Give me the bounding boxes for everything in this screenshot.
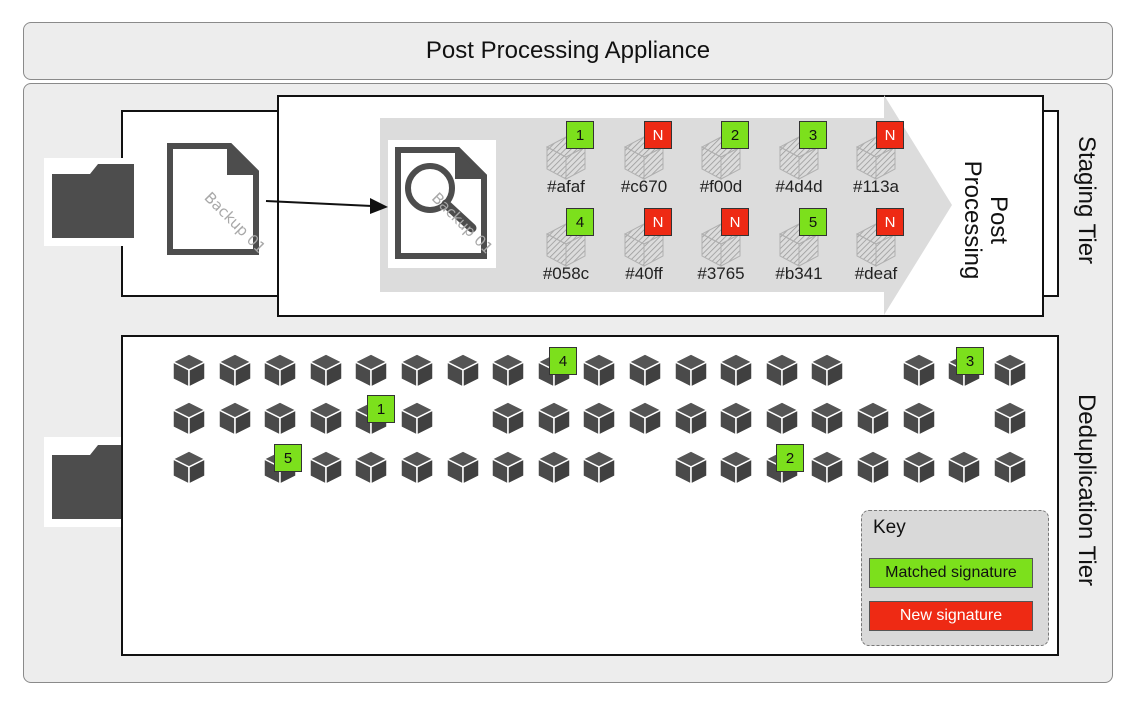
stored-cube-icon (490, 450, 526, 486)
chunk-hash: #f00d (699, 177, 743, 196)
chunk-hash: #deaf (854, 264, 898, 283)
stored-cube-icon (855, 401, 891, 437)
chunk-hash: #4d4d (775, 177, 823, 196)
appliance-title: Post Processing Appliance (425, 37, 711, 64)
chunk-badge: 2 (721, 121, 749, 149)
stored-cube-icon (809, 450, 845, 486)
chunk-badge: 1 (566, 121, 594, 149)
stored-cube-icon (399, 353, 435, 389)
stored-cube-icon (581, 353, 617, 389)
backup-document-icon: Backup 01 (162, 138, 269, 262)
stored-cube-icon (627, 401, 663, 437)
stored-cube-icon (308, 353, 344, 389)
stored-cube-icon (581, 401, 617, 437)
stored-cube-icon (673, 401, 709, 437)
flow-arrow-head (370, 198, 388, 214)
stored-cube-icon (171, 450, 207, 486)
stored-cube-icon (308, 401, 344, 437)
stored-cube-icon (217, 401, 253, 437)
chunk-badge: N (721, 208, 749, 236)
chunk-hash: #c670 (620, 177, 668, 196)
chunk-hash: #40ff (625, 264, 663, 283)
stored-cube-icon (764, 401, 800, 437)
dedup-badge: 2 (776, 444, 804, 472)
stored-cube-icon (992, 450, 1028, 486)
chunk-hash: #3765 (697, 264, 745, 283)
chunk-hash: #afaf (547, 177, 585, 196)
stored-cube-icon (673, 353, 709, 389)
stored-cube-icon (399, 450, 435, 486)
stored-cube-icon (308, 450, 344, 486)
stored-cube-icon (718, 450, 754, 486)
stored-cube-icon (536, 450, 572, 486)
chunk-badge: N (644, 121, 672, 149)
stored-cube-icon (946, 450, 982, 486)
appliance-title-bar: Post Processing Appliance (23, 22, 1113, 80)
chunk-badge: 5 (799, 208, 827, 236)
stored-cube-icon (627, 353, 663, 389)
stored-cube-icon (992, 401, 1028, 437)
dedup-badge: 1 (367, 395, 395, 423)
stored-cube-icon (809, 353, 845, 389)
dedup-badge: 5 (274, 444, 302, 472)
chunk-hash: #b341 (775, 264, 823, 283)
hatched-cube-icon (545, 136, 587, 180)
chunk-badge: N (876, 208, 904, 236)
flow-arrow-line (265, 200, 373, 207)
scanned-document-icon: Backup 01 (388, 140, 497, 268)
stored-cube-icon (445, 353, 481, 389)
stored-cube-icon (992, 353, 1028, 389)
stored-cube-icon (901, 353, 937, 389)
stored-cube-icon (536, 401, 572, 437)
chunk-hash: #113a (852, 177, 899, 196)
stored-cube-icon (855, 450, 891, 486)
stored-cube-icon (764, 353, 800, 389)
stored-cube-icon (171, 401, 207, 437)
dedup-badge: 3 (956, 347, 984, 375)
stored-cube-icon (901, 450, 937, 486)
chunk-badge: 3 (799, 121, 827, 149)
stored-cube-icon (262, 353, 298, 389)
stored-cube-icon (445, 450, 481, 486)
chunk-badge: N (876, 121, 904, 149)
legend-new-signature: New signature (869, 601, 1033, 631)
stored-cube-icon (262, 401, 298, 437)
stored-cube-icon (581, 450, 617, 486)
stored-cube-icon (490, 401, 526, 437)
chunk-badge: N (644, 208, 672, 236)
stored-cube-icon (673, 450, 709, 486)
stored-cube-icon (353, 353, 389, 389)
stored-cube-icon (718, 401, 754, 437)
stored-cube-icon (901, 401, 937, 437)
chunk-hash: #058c (542, 264, 590, 283)
dedup-badge: 4 (549, 347, 577, 375)
staging-folder-icon (44, 158, 142, 246)
stored-cube-icon (490, 353, 526, 389)
stored-cube-icon (171, 353, 207, 389)
chunk-badge: 4 (566, 208, 594, 236)
stored-cube-icon (399, 401, 435, 437)
stored-cube-icon (809, 401, 845, 437)
legend-matched-signature: Matched signature (869, 558, 1033, 588)
stored-cube-icon (217, 353, 253, 389)
legend-title: Key (873, 517, 906, 538)
stored-cube-icon (718, 353, 754, 389)
stored-cube-icon (353, 450, 389, 486)
